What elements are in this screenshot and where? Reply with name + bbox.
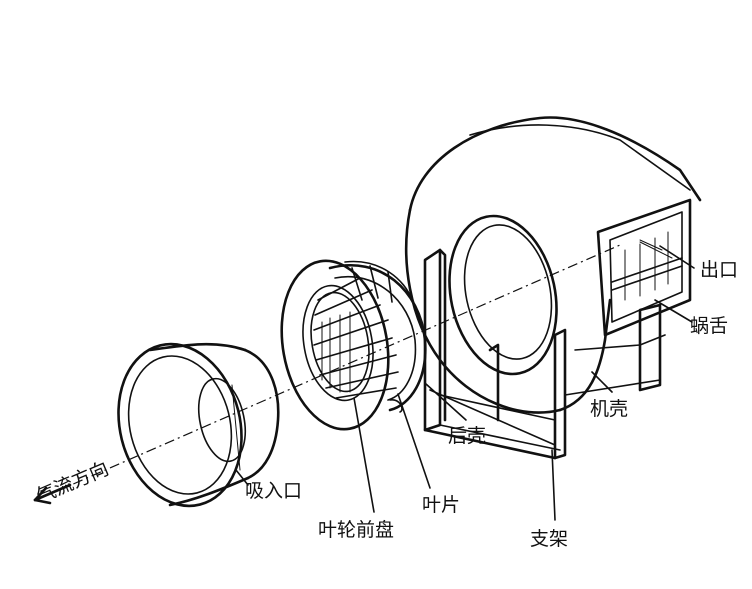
label-impeller-front-disc: 叶轮前盘 xyxy=(318,519,394,541)
fan-casing xyxy=(404,116,702,446)
label-rear-shell: 后壳 xyxy=(448,425,486,447)
label-inlet: 吸入口 xyxy=(245,480,302,502)
inlet-cone xyxy=(117,342,280,508)
label-bracket: 支架 xyxy=(530,528,568,550)
label-outlet: 出口 xyxy=(700,259,738,281)
label-airflow-direction: 气流方向 xyxy=(33,458,112,508)
airflow-arrow-icon xyxy=(33,483,72,505)
label-casing: 机壳 xyxy=(590,398,628,420)
impeller xyxy=(280,259,413,431)
label-blade: 叶片 xyxy=(422,494,460,516)
center-axis xyxy=(54,244,621,493)
bracket xyxy=(423,248,662,460)
leader-lines xyxy=(235,245,695,521)
label-volute-tongue: 蜗舌 xyxy=(690,315,728,337)
rear-shell xyxy=(328,263,427,412)
